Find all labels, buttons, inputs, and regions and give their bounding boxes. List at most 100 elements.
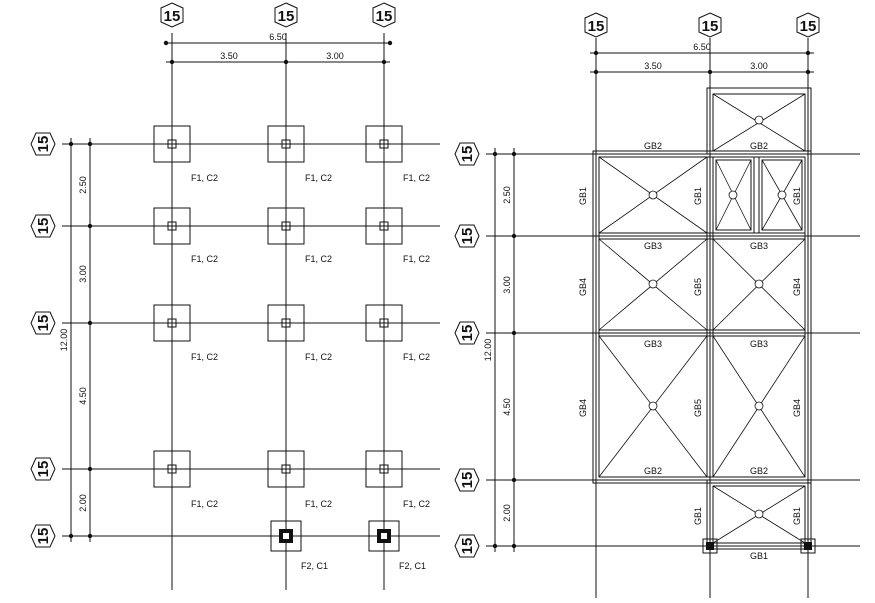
dim-overall-length: 12.00 <box>483 339 493 362</box>
beam-label-gb2: GB2 <box>750 141 768 151</box>
beam-label-gb1: GB1 <box>693 507 703 525</box>
dim-overall-length: 12.00 <box>59 329 69 352</box>
dim-overall-width: 6.50 <box>269 32 287 42</box>
svg-text:15: 15 <box>35 218 52 235</box>
left-side-grid-bubble: 15 <box>30 132 56 156</box>
dim-span-4: 2.00 <box>502 504 512 522</box>
beam-label-gb4: GB4 <box>578 278 588 296</box>
svg-text:F1, C2: F1, C2 <box>305 352 332 362</box>
beam-label-gb3: GB3 <box>644 339 662 349</box>
footing-f1: F1, C2 <box>153 207 218 264</box>
footing-f1: F1, C2 <box>365 207 430 264</box>
right-top-grid-bubble: 15 <box>796 12 820 38</box>
right-vertical-gridlines <box>595 38 809 598</box>
svg-text:F1, C2: F1, C2 <box>191 352 218 362</box>
right-horizontal-gridlines <box>486 153 860 547</box>
footing-f1: F1, C2 <box>267 304 332 362</box>
beam-label-gb5: GB5 <box>693 278 703 296</box>
right-top-grid-bubble: 15 <box>584 12 608 38</box>
dim-bay-1: 3.50 <box>644 61 662 71</box>
beam-label-gb2: GB2 <box>644 141 662 151</box>
dim-span-2: 3.00 <box>78 265 88 283</box>
slab-diagonals <box>598 93 806 544</box>
svg-text:15: 15 <box>459 538 476 555</box>
left-side-grid-bubble: 15 <box>30 524 56 548</box>
footing-f1: F1, C2 <box>153 125 218 183</box>
footing-f1: F1, C2 <box>267 207 332 264</box>
svg-text:15: 15 <box>35 461 52 478</box>
svg-text:F1, C2: F1, C2 <box>305 173 332 183</box>
grade-beams <box>592 87 812 550</box>
svg-text:F1, C2: F1, C2 <box>403 499 430 509</box>
right-side-grid-bubble: 15 <box>454 321 480 345</box>
left-side-dimensions: 12.00 2.50 3.00 4.50 2.00 <box>59 138 93 542</box>
beam-label-gb1: GB1 <box>578 187 588 205</box>
beam-label-gb2: GB2 <box>750 466 768 476</box>
dim-span-1: 2.50 <box>78 176 88 194</box>
beam-label-gb3: GB3 <box>644 241 662 251</box>
svg-text:15: 15 <box>35 315 52 332</box>
slab-centre-markers <box>648 115 787 519</box>
footing-f1: F1, C2 <box>365 304 430 362</box>
left-horizontal-gridlines <box>62 143 440 537</box>
beam-label-gb1: GB1 <box>792 187 802 205</box>
beam-label-gb5: GB5 <box>693 399 703 417</box>
left-top-grid-bubble: 15 <box>372 2 396 28</box>
svg-text:15: 15 <box>800 18 817 35</box>
svg-text:15: 15 <box>459 472 476 489</box>
dim-span-2: 3.00 <box>502 276 512 294</box>
footing-f1: F1, C2 <box>153 304 218 362</box>
beam-label-gb4: GB4 <box>792 399 802 417</box>
right-side-dimensions: 12.00 2.50 3.00 4.50 2.00 <box>483 148 517 552</box>
beam-label-gb4: GB4 <box>578 399 588 417</box>
svg-text:15: 15 <box>702 18 719 35</box>
dim-span-3: 4.50 <box>502 398 512 416</box>
beam-labels: GB2 GB2 GB3 GB3 GB3 GB3 GB2 GB2 GB1 GB1 … <box>578 141 802 561</box>
svg-text:F2, C1: F2, C1 <box>399 561 426 571</box>
svg-text:F1, C2: F1, C2 <box>403 352 430 362</box>
svg-text:F1, C2: F1, C2 <box>305 499 332 509</box>
right-side-grid-bubble: 15 <box>454 224 480 248</box>
right-top-dimensions: 6.50 3.50 3.00 <box>590 42 814 75</box>
dim-bay-2: 3.00 <box>326 51 344 61</box>
left-side-grid-bubble: 15 <box>30 214 56 238</box>
svg-text:F1, C2: F1, C2 <box>191 499 218 509</box>
left-side-grid-bubble: 15 <box>30 457 56 481</box>
footing-f2: F2, C1 <box>270 520 328 571</box>
svg-text:F1, C2: F1, C2 <box>191 254 218 264</box>
dim-span-3: 4.50 <box>78 387 88 405</box>
svg-text:F1, C2: F1, C2 <box>403 173 430 183</box>
right-top-grid-bubble: 15 <box>698 12 722 38</box>
footing-f1: F1, C2 <box>365 450 430 509</box>
dim-bay-2: 3.00 <box>750 61 768 71</box>
dim-overall-width: 6.50 <box>693 42 711 52</box>
svg-text:15: 15 <box>588 18 605 35</box>
svg-text:15: 15 <box>459 228 476 245</box>
svg-text:15: 15 <box>459 325 476 342</box>
right-side-grid-bubble: 15 <box>454 534 480 558</box>
column-blocks <box>702 538 816 554</box>
left-top-grid-bubble: 15 <box>160 2 184 28</box>
beam-label-gb1: GB1 <box>693 187 703 205</box>
footing-f1: F1, C2 <box>153 450 218 509</box>
dim-span-4: 2.00 <box>78 494 88 512</box>
svg-text:15: 15 <box>35 136 52 153</box>
right-side-grid-bubble: 15 <box>454 142 480 166</box>
beam-label-gb2: GB2 <box>644 466 662 476</box>
svg-text:F1, C2: F1, C2 <box>191 173 218 183</box>
foundation-layout-plan: 15 15 15 15 15 15 15 15 <box>30 2 440 590</box>
footing-f1: F1, C2 <box>267 450 332 509</box>
svg-text:15: 15 <box>278 8 295 25</box>
footing-f1: F1, C2 <box>267 125 332 183</box>
left-top-grid-bubble: 15 <box>274 2 298 28</box>
svg-text:F1, C2: F1, C2 <box>305 254 332 264</box>
footing-f2: F2, C1 <box>368 520 426 571</box>
footing-f1: F1, C2 <box>365 125 430 183</box>
left-top-dimensions: 6.50 3.50 3.00 <box>163 32 393 65</box>
svg-text:F1, C2: F1, C2 <box>403 254 430 264</box>
beam-label-gb3: GB3 <box>750 339 768 349</box>
svg-text:15: 15 <box>459 146 476 163</box>
beam-label-gb1: GB1 <box>792 507 802 525</box>
svg-text:15: 15 <box>35 528 52 545</box>
